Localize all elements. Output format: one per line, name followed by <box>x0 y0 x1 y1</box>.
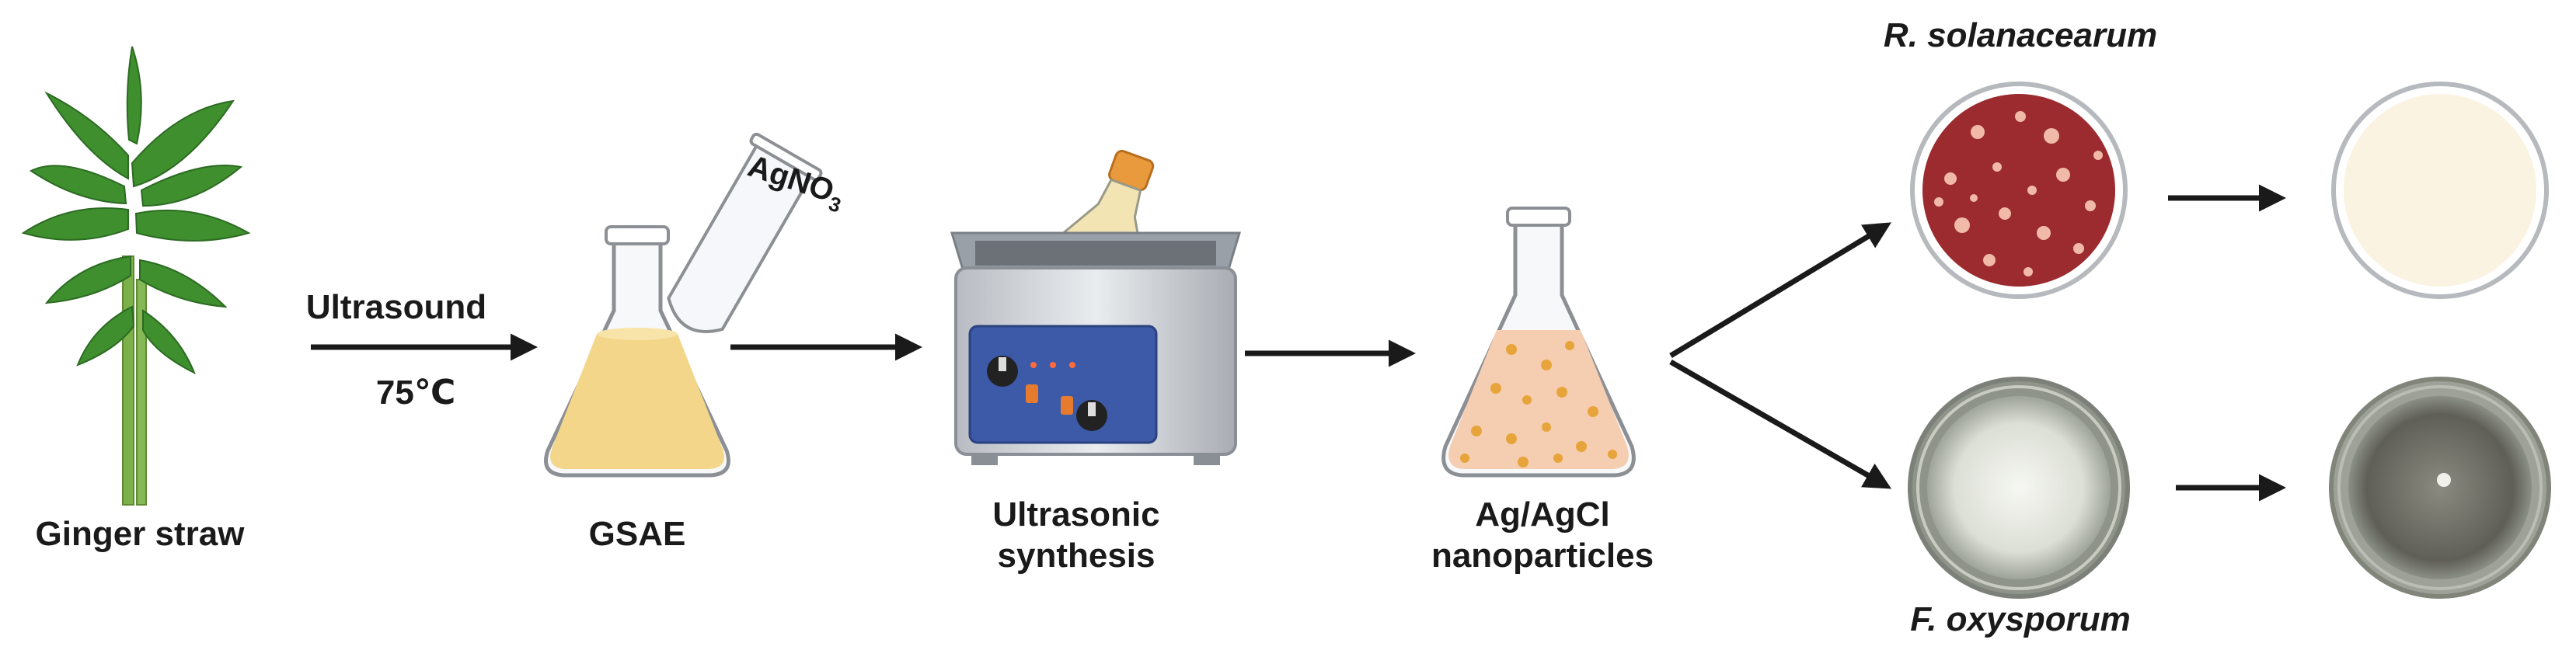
gsae-liquid <box>550 334 724 469</box>
f-oxysporum-label: F. oxysporum <box>1910 600 2131 638</box>
test-tube-icon <box>667 132 823 333</box>
ultrasonic-synthesis-line2: synthesis <box>998 537 1156 575</box>
r-solanacearum-label: R. solanacearum <box>1884 16 2157 54</box>
ginger-straw-label: Ginger straw <box>36 515 246 553</box>
ultrasound-label: Ultrasound <box>306 288 486 326</box>
temperature-label: 75℃ <box>376 374 455 412</box>
arrow-branch-up <box>1669 222 1891 358</box>
bacteria-petri-dish-icon <box>1910 82 2128 299</box>
ginger-plant-icon <box>21 46 251 506</box>
nanoparticle-flask-icon <box>1441 207 1636 478</box>
nanoparticle-liquid <box>1448 330 1629 469</box>
nanoparticles-line1: Ag/AgCl <box>1475 495 1610 534</box>
inhibited-petri-dish-icon <box>2329 377 2551 599</box>
nanoparticles-line2: nanoparticles <box>1431 537 1654 575</box>
erlenmeyer-flask-icon <box>544 225 730 478</box>
ultrasonic-bath-icon <box>950 149 1242 465</box>
control-panel <box>968 325 1158 444</box>
fungal-petri-dish-icon <box>1908 377 2130 599</box>
gsae-label: GSAE <box>589 515 686 553</box>
clear-petri-dish-icon <box>2331 82 2549 299</box>
ultrasonic-synthesis-line1: Ultrasonic <box>992 495 1159 534</box>
arrow-branch-down <box>1669 359 1892 489</box>
